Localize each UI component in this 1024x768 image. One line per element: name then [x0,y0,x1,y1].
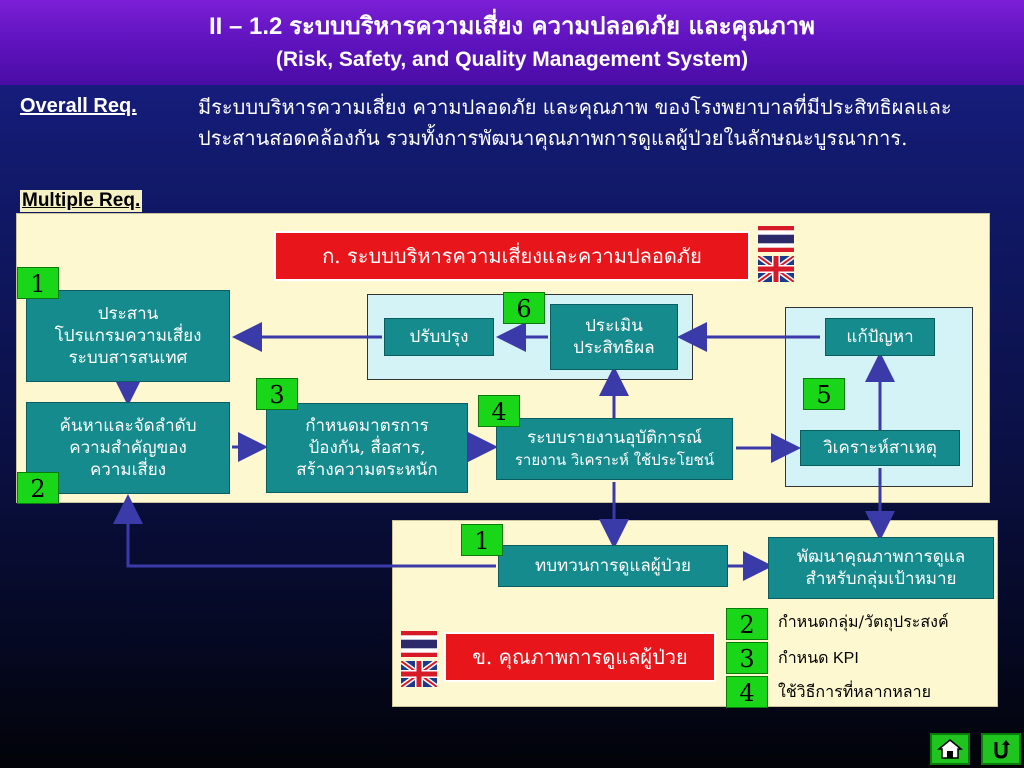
prioritize-line-2: ความสำคัญของ [69,438,187,458]
step-number-a4: 4 [478,395,520,427]
prioritize-box: ค้นหาและจัดลำดับ ความสำคัญของ ความเสี่ยง [26,402,230,494]
section-a-header: ก. ระบบบริหารความเสี่ยงและความปลอดภัย [274,231,750,281]
prevent-line-2: ป้องกัน, สื่อสาร, [308,438,426,458]
title-prefix: II – 1.2 [209,13,283,40]
develop-line-1: พัฒนาคุณภาพการดูแล [796,547,966,567]
review-care-box: ทบทวนการดูแลผู้ป่วย [498,545,728,587]
coordinate-line-3: ระบบสารสนเทศ [68,348,188,368]
prioritize-line-1: ค้นหาและจัดลำดับ [59,416,197,436]
uk-flag-icon [758,256,794,282]
uk-flag-icon [401,661,437,687]
home-icon [937,739,963,759]
return-icon [994,740,1010,759]
develop-line-2: สำหรับกลุ่มเป้าหมาย [805,569,957,589]
page-subtitle: (Risk, Safety, and Quality Management Sy… [275,48,749,71]
report-line-2: รายงาน วิเคราะห์ ใช้ประโยชน์ [514,451,715,469]
step-number-a1: 1 [17,267,59,299]
multiple-label: Multiple Req. [20,190,143,212]
prioritize-line-3: ความเสี่ยง [89,460,167,480]
step-number-a3: 3 [256,378,298,410]
evaluate-box: ประเมิน ประสิทธิผล [550,304,678,370]
coordinate-box: ประสาน โปรแกรมความเสี่ยง ระบบสารสนเทศ [26,290,230,382]
coordinate-line-2: โปรแกรมความเสี่ยง [54,326,202,346]
evaluate-line-1: ประเมิน [585,316,643,336]
step-number-b3: 3 [726,642,768,674]
review-care-label: ทบทวนการดูแลผู้ป่วย [534,556,691,576]
prevent-box: กำหนดมาตรการ ป้องกัน, สื่อสาร, สร้างความ… [266,403,468,493]
return-button[interactable] [981,733,1021,765]
step-number-b1: 1 [461,524,503,556]
legend-item-1: กำหนดกลุ่ม/วัตถุประสงค์ [778,612,949,631]
report-line-1: ระบบรายงานอุบัติการณ์ [527,428,702,448]
evaluate-line-2: ประสิทธิผล [573,338,655,358]
thai-flag-icon [401,631,437,657]
incident-report-box: ระบบรายงานอุบัติการณ์ รายงาน วิเคราะห์ ใ… [496,418,733,480]
legend-item-2: กำหนด KPI [778,650,859,667]
step-number-b4: 4 [726,676,768,708]
coordinate-line-1: ประสาน [97,304,159,324]
thai-flag-icon [758,226,794,252]
prevent-line-3: สร้างความตระหนัก [296,460,438,480]
title-bar: II – 1.2 ระบบบริหารความเสี่ยง ความปลอดภั… [0,0,1024,85]
step-number-a2: 2 [17,472,59,504]
overall-label: Overall Req. [20,95,137,117]
improve-label: ปรับปรุง [409,327,469,347]
prevent-line-1: กำหนดมาตรการ [305,416,429,436]
fix-problem-box: แก้ปัญหา [825,318,935,356]
develop-quality-box: พัฒนาคุณภาพการดูแล สำหรับกลุ่มเป้าหมาย [768,537,994,599]
legend-item-3: ใช้วิธีการที่หลากหลาย [778,682,931,701]
root-cause-box: วิเคราะห์สาเหตุ [800,430,960,466]
improve-box: ปรับปรุง [384,318,494,356]
home-button[interactable] [930,733,970,765]
step-number-b2: 2 [726,608,768,640]
step-number-a6: 6 [503,292,545,324]
overall-text: มีระบบบริหารความเสี่ยง ความปลอดภัย และคุ… [198,95,952,150]
title-thai: ระบบบริหารความเสี่ยง ความปลอดภัย และคุณภ… [289,11,815,40]
step-number-a5: 5 [803,378,845,410]
section-b-header: ข. คุณภาพการดูแลผู้ป่วย [444,632,716,682]
page-title: II – 1.2 ระบบบริหารความเสี่ยง ความปลอดภั… [0,6,1024,45]
fix-problem-label: แก้ปัญหา [846,327,914,347]
root-cause-label: วิเคราะห์สาเหตุ [823,438,937,458]
